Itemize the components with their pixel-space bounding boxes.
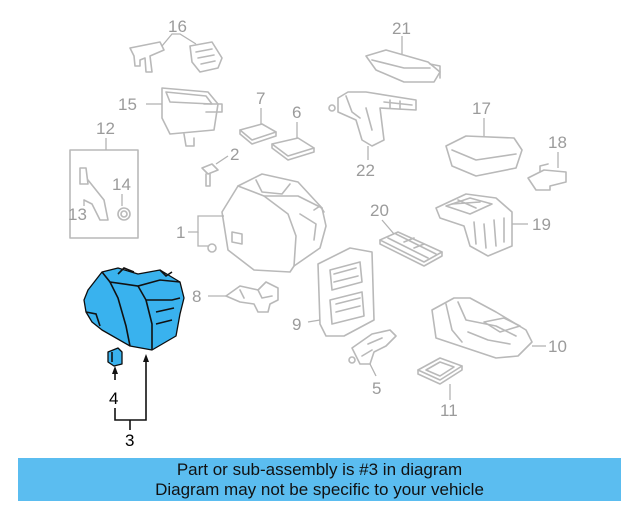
callout-10: 10: [548, 337, 567, 356]
callout-17: 17: [472, 99, 491, 118]
highlight-leaders: [112, 354, 149, 430]
part-8-duct[interactable]: [208, 281, 279, 313]
part-12-group-box: [69, 138, 139, 239]
part-15-bin[interactable]: [146, 87, 223, 147]
callout-7: 7: [256, 89, 265, 108]
callout-14: 14: [112, 175, 131, 194]
part-22-latch-bracket[interactable]: [328, 91, 417, 160]
part-1-console-body[interactable]: [188, 173, 327, 273]
part-7-pad[interactable]: [239, 108, 277, 145]
part-11-plate[interactable]: [417, 357, 463, 400]
callout-1: 1: [176, 223, 185, 242]
callout-21: 21: [392, 19, 411, 38]
callout-19: 19: [532, 215, 551, 234]
banner-line-2: Diagram may not be specific to your vehi…: [155, 479, 484, 499]
part-9-rear-panel[interactable]: [307, 247, 375, 337]
callout-8: 8: [192, 287, 201, 306]
callout-15: 15: [118, 95, 137, 114]
callout-20: 20: [370, 201, 389, 220]
callout-11: 11: [440, 401, 458, 420]
notice-banner: Part or sub-assembly is #3 in diagram Di…: [18, 458, 621, 501]
callout-3: 3: [125, 431, 134, 450]
part-2-screw[interactable]: [201, 155, 229, 187]
callout-18: 18: [548, 133, 567, 152]
part-17-armrest-pad[interactable]: [445, 118, 523, 177]
callout-4: 4: [109, 389, 118, 408]
part-19-tray[interactable]: [435, 193, 528, 257]
part-21-armrest-lid[interactable]: [365, 36, 441, 83]
part-6-pad[interactable]: [271, 122, 315, 161]
callout-2: 2: [230, 145, 239, 164]
part-16-clips[interactable]: [129, 33, 223, 73]
part-4-clip-highlighted[interactable]: [107, 347, 123, 367]
callout-22: 22: [356, 161, 375, 180]
callout-9: 9: [292, 315, 301, 334]
part-20-mat[interactable]: [379, 219, 443, 267]
callout-6: 6: [292, 103, 301, 122]
callout-16: 16: [168, 17, 187, 36]
banner-line-1: Part or sub-assembly is #3 in diagram: [176, 459, 463, 479]
part-10-lower-bracket[interactable]: [431, 297, 546, 359]
callout-12: 12: [96, 119, 115, 138]
callout-13: 13: [68, 205, 87, 224]
part-5-bracket[interactable]: [348, 329, 397, 377]
part-3-console-housing-highlighted[interactable]: [83, 267, 185, 351]
callout-5: 5: [372, 379, 381, 398]
part-18-clip[interactable]: [527, 152, 567, 191]
